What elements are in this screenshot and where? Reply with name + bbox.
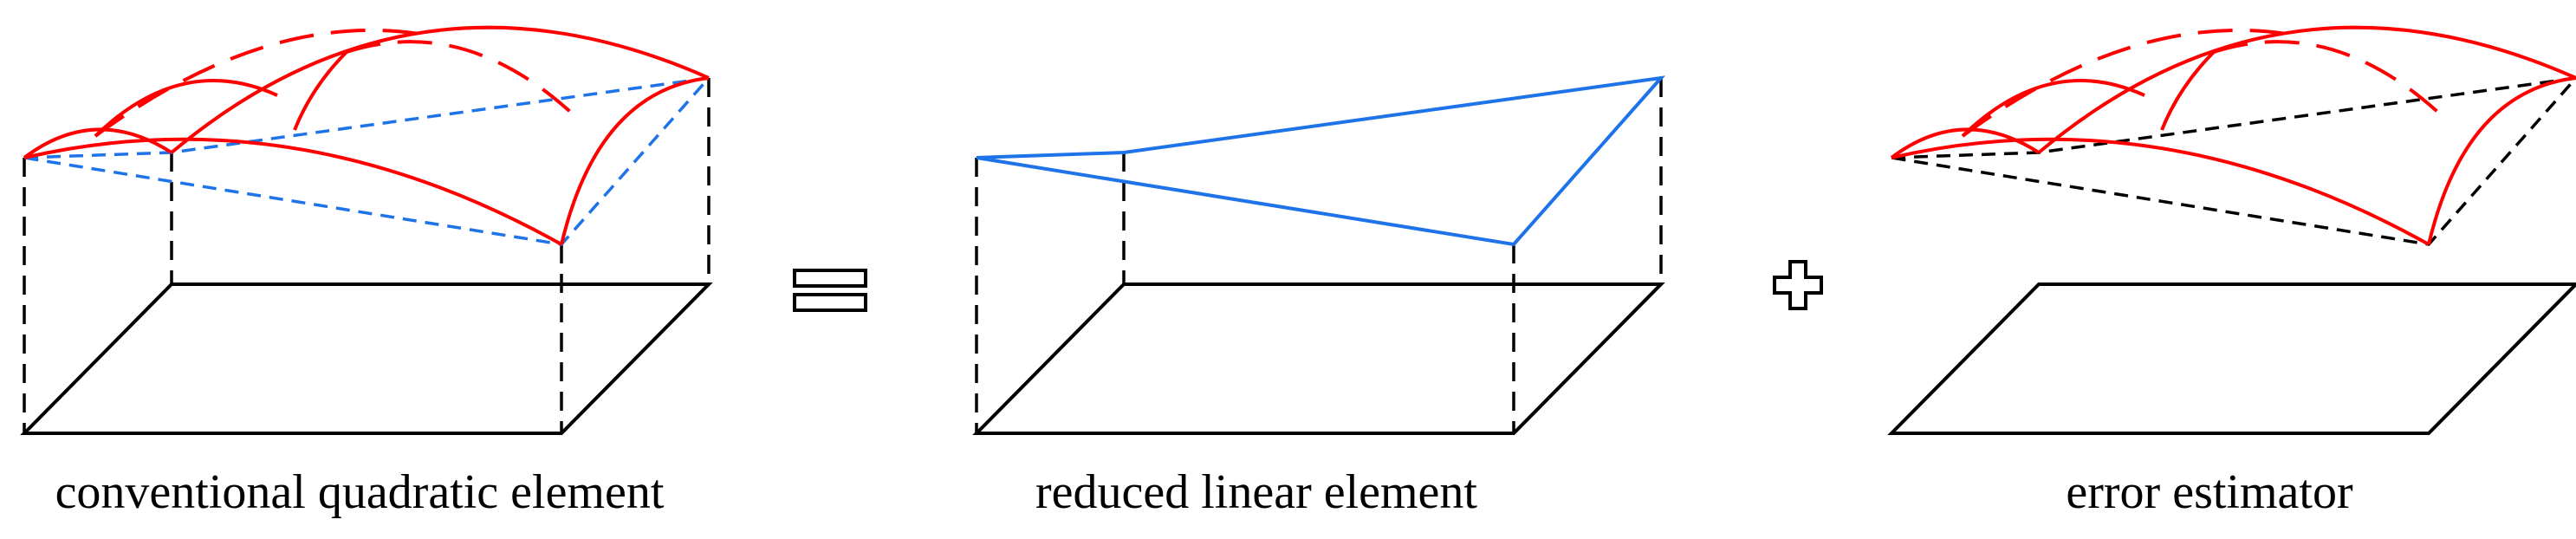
linear-top-face: [976, 75, 1666, 247]
plus-sign-icon: [1773, 260, 1823, 310]
quadratic-linear-dashed-face: [23, 75, 713, 246]
error-solid-curves: [1890, 25, 2576, 246]
quadratic-solid-curves: [23, 25, 710, 246]
quadratic-base-plane: [20, 282, 713, 435]
error-estimator-figure: [1887, 25, 2576, 435]
caption-linear-element: reduced linear element: [1035, 465, 1477, 519]
caption-error-estimator: error estimator: [2066, 465, 2353, 519]
linear-vertical-edges: [975, 78, 1663, 433]
caption-quadratic-element: conventional quadratic element: [55, 465, 665, 519]
quadratic-element-figure: [20, 25, 713, 435]
quadratic-vertical-edges: [23, 78, 711, 433]
linear-base-plane: [972, 282, 1665, 435]
error-dashed-face: [1891, 76, 2576, 246]
equals-sign-icon: [793, 269, 867, 312]
error-base-plane: [1887, 282, 2576, 435]
error-dashed-curves: [1961, 28, 2449, 138]
linear-element-figure: [972, 75, 1666, 435]
quadratic-dashed-curves: [94, 28, 582, 138]
